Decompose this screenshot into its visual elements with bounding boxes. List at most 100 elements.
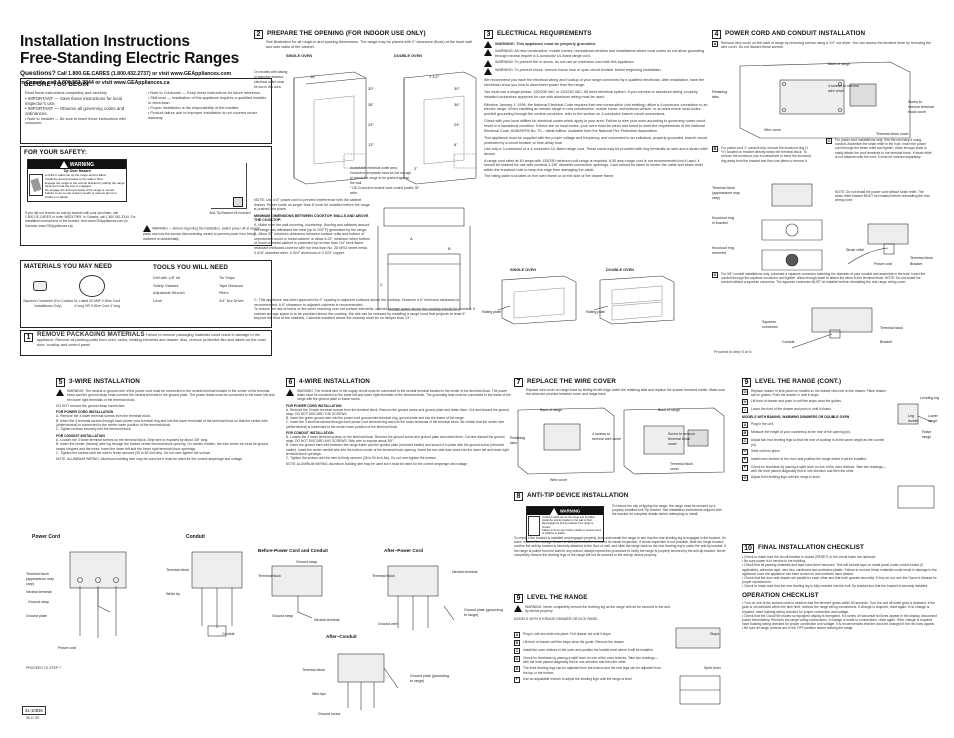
diagram-label: Wire cover bbox=[550, 478, 568, 482]
section-heading: REPLACE THE WIRE COVER bbox=[527, 378, 616, 386]
diagram-label: Neutral terminal bbox=[26, 590, 52, 594]
dim-label: 2" bbox=[414, 166, 418, 171]
subheading: FOR CONDUIT INSTALLATION bbox=[286, 430, 334, 435]
tip-over-icon bbox=[528, 516, 540, 536]
tool-item: Pliers bbox=[219, 291, 229, 295]
diagram-label: White tip bbox=[166, 592, 180, 596]
diagram-label: Back of range bbox=[540, 408, 563, 412]
step-text: For 3/4" conduit installations only, pur… bbox=[721, 272, 926, 285]
diagram-label: Terminal block (appearance may vary) bbox=[712, 186, 740, 200]
checklist-item: • Be sure all range controls are in the … bbox=[742, 626, 854, 631]
dim-label: A bbox=[410, 236, 413, 241]
diagram-label: Ground screw bbox=[318, 712, 341, 716]
warning-icon bbox=[286, 389, 294, 396]
installer-note: • Note to Installer — Be sure to leave t… bbox=[25, 116, 126, 126]
anti-tip-illustration: Anti-Tip Bracket Kit included bbox=[189, 161, 267, 223]
step-number: 10 bbox=[742, 544, 754, 553]
diagram-label: Stops bbox=[710, 632, 720, 636]
diagram-label: Knockout ring removed bbox=[712, 246, 734, 255]
electrical-paragraph: Use only a 3-conductor or a 4-conductor … bbox=[484, 147, 708, 156]
outlet-area-note: Acceptable electrical outlet area. Groun… bbox=[350, 166, 412, 185]
gfci-note: * GE-Grounded models have control panels… bbox=[350, 186, 420, 195]
electrical-paragraph: The rating plate is located on the oven … bbox=[484, 174, 615, 179]
step-text: Adjust two rear leveling legs so that th… bbox=[751, 438, 885, 447]
warning-icon bbox=[549, 507, 558, 515]
dim-label: 24" bbox=[454, 122, 460, 127]
diagram-label: Squeeze connector bbox=[762, 320, 778, 329]
diagram-label: Retaining tabs bbox=[510, 436, 526, 445]
diagram-label: Knockout ring in bracket bbox=[712, 216, 734, 225]
strain-relief-note: NOTE: Do not install the power cord with… bbox=[835, 190, 930, 203]
level-range-diagram bbox=[675, 627, 721, 705]
canada-line: In Canada, call 1.800.561.3344 or visit … bbox=[20, 79, 170, 86]
diagram-label: Conduit bbox=[222, 632, 235, 636]
wire-cover-replace-diagram bbox=[517, 407, 725, 475]
diagram-label: Ground strap bbox=[28, 600, 49, 604]
step-text: Failure to remove packaging materials co… bbox=[37, 333, 267, 347]
step-text: Adjust front leveling legs until the ran… bbox=[751, 475, 821, 480]
step-number: 7 bbox=[514, 378, 523, 387]
electrical-paragraph: Check with your local utilities for elec… bbox=[484, 119, 706, 133]
diagram-label: Bracket bbox=[910, 262, 923, 266]
step-text: A. Remove the 3 lower terminal screws fr… bbox=[56, 414, 151, 419]
section-heading: 3-WIRE INSTALLATION bbox=[69, 378, 140, 386]
step-text: Plug in unit and slide into place. Pull … bbox=[523, 632, 612, 636]
tool-item: Tin Snips bbox=[219, 276, 235, 280]
step-9-section: 9 LEVEL THE RANGE WARNING: Never complet… bbox=[514, 594, 730, 734]
diagram-label: Lower range bbox=[928, 414, 938, 423]
checklist-item: • Check to make sure the circuit breaker… bbox=[742, 555, 877, 559]
step-text: To reduce the risk of tipping the range,… bbox=[612, 504, 722, 517]
safety-bullet: Failure to do so can result in death or … bbox=[45, 191, 117, 199]
step-text: Remove wire cover on the back of range b… bbox=[721, 41, 931, 50]
diagram-label: Screw to remove terminal block cover bbox=[908, 100, 934, 114]
sub-step-marker: H bbox=[742, 398, 748, 406]
sub-step-marker: B bbox=[712, 146, 718, 152]
diagram-label: Power cord bbox=[874, 262, 893, 266]
step-8-section: 8 ANTI-TIP DEVICE INSTALLATION WARNING A… bbox=[514, 492, 730, 582]
section-heading: MATERIALS YOU MAY NEED bbox=[24, 262, 113, 270]
step-text: Install the oven shelves in the oven and… bbox=[523, 648, 654, 652]
dim-label: 30" bbox=[368, 86, 374, 91]
proceed-text: PROCEED TO STEP 7. bbox=[26, 666, 62, 670]
tool-item: Level bbox=[153, 298, 163, 303]
aluminum-note: NOTE: ALUMINUM WIRING: Aluminum building… bbox=[286, 462, 468, 467]
step-text: Use an adjustable wrench to adjust the l… bbox=[523, 676, 633, 681]
warning-icon bbox=[59, 160, 68, 168]
warning-3: WARNING: To prevent fire or shock, do no… bbox=[495, 60, 635, 65]
sub-step-marker: A bbox=[514, 631, 520, 638]
sub-step-marker: D bbox=[712, 272, 718, 278]
proceed-text: Proceed to step 5 or 6. bbox=[714, 350, 753, 354]
rating-plate-diagram bbox=[497, 275, 675, 325]
power-cord-heading: Power Cord bbox=[32, 534, 61, 540]
disconnect-warning: WARNING — Before beginning the installat… bbox=[143, 225, 261, 241]
sub-step-marker: G bbox=[742, 474, 748, 482]
power-cord-icon bbox=[79, 275, 105, 297]
step-text: Lift front of drawer until the stops cle… bbox=[523, 640, 625, 644]
anti-tip-bracket-icon bbox=[233, 197, 243, 207]
dim-label: 36" bbox=[368, 102, 374, 107]
single-oven-label: SINGLE OVEN bbox=[286, 54, 312, 58]
electrical-paragraph: You must use a single-phase, 120/208 VAC… bbox=[484, 90, 698, 99]
warning-1: WARNING: This appliance must be properly… bbox=[495, 41, 596, 47]
warning-icon bbox=[484, 49, 492, 56]
step-number: 5 bbox=[56, 378, 65, 387]
sub-step-marker: C bbox=[514, 647, 520, 654]
subheading: FOR CONDUIT INSTALLATION bbox=[56, 433, 105, 438]
step-number: 3 bbox=[484, 30, 493, 39]
opening-dimension-diagram: 30" 36" 24" 13" 18" 30" 36" 24" 8" 2" 1 … bbox=[293, 71, 477, 185]
step-text: Measure the height of your countertop at… bbox=[751, 430, 852, 435]
warning-icon bbox=[484, 68, 492, 76]
checklist-item: • Check that the door and drawer are par… bbox=[742, 576, 937, 585]
section-heading: FOR YOUR SAFETY: bbox=[24, 148, 87, 156]
warning-2: WARNING: All new construction, mobile ho… bbox=[495, 49, 705, 58]
warning-text: WARNING: The neutral wire of the supply … bbox=[297, 389, 511, 402]
subheading: FOR POWER CORD INSTALLATION bbox=[286, 403, 342, 408]
diagram-label: Ground plate (grounding to range) bbox=[464, 608, 503, 617]
proper-note: • Proper installation is the responsibil… bbox=[148, 105, 240, 110]
rating-plate-label: Rating plate bbox=[586, 310, 606, 314]
checklist-item: • Check that the Clock/Set modes so equi… bbox=[742, 613, 937, 627]
safety-bullet: A child or adult can tip the range and b… bbox=[45, 173, 107, 178]
sub-step-marker: B bbox=[514, 639, 520, 646]
warning-icon bbox=[143, 225, 151, 232]
